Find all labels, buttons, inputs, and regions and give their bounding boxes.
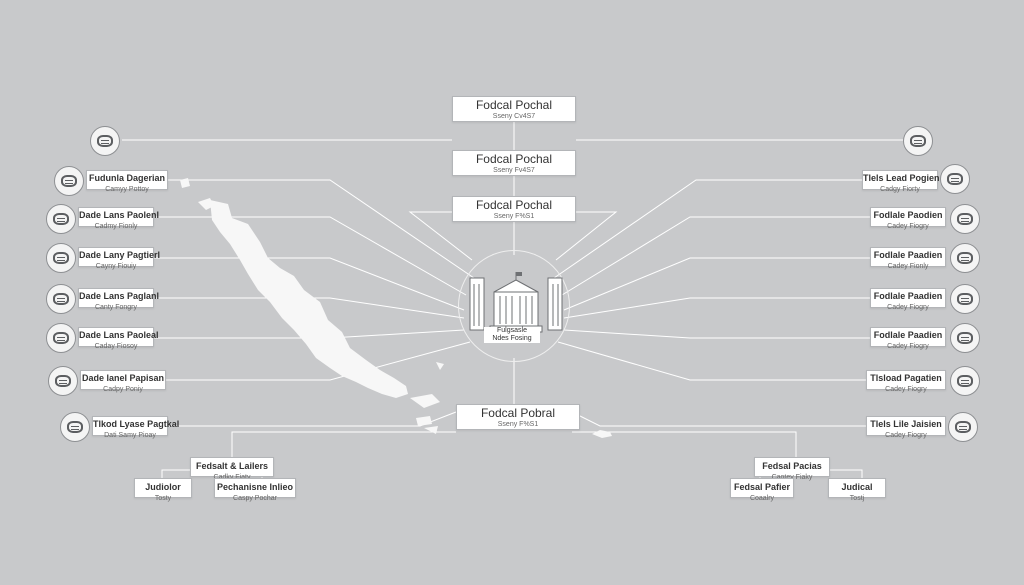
center-box-top2[interactable]: Fodcal Pochal Sseny Fv4S7 [452,150,576,176]
node-sub: Caotey Fiaky [772,474,813,481]
node-title: Tlsload Pagatien [870,373,942,383]
node-sub: Dati Samy Pioay [104,432,156,439]
node-sub: Cadpy Poniy [103,386,143,393]
node-title: Fodlale Paodien [873,210,943,220]
node-title: Fudunla Dagerian [88,173,165,183]
node-title: Pechanisne Inlieo [216,482,294,492]
node-title: Tlels Lead Pogien [863,173,940,183]
right-node-4[interactable]: Fodlale Paadien Cadey Fiogry [870,288,946,311]
bottom-right-parent[interactable]: Fedsal Pacias Caotey Fiaky [754,457,830,481]
center-box-title: Fodcal Pobral [480,406,556,420]
node-sub: Tosty [154,495,172,502]
hub-label-line1: Fulgsasle [497,327,527,334]
badge-icon [950,284,980,314]
badge-icon [46,204,76,234]
node-sub: Cadgy Fiorty [880,186,920,193]
badge-icon [90,126,120,156]
node-sub: Cayny Fiouiy [95,263,137,270]
badge-icon [950,204,980,234]
node-sub: Cadey Fiogry [887,223,929,230]
badge-icon [48,366,78,396]
center-box-sub: Sseny F%S1 [493,213,535,220]
badge-icon [903,126,933,156]
node-sub: Cadey Fionly [887,263,929,270]
node-title: Dade lanel Papisan [81,373,165,383]
center-box-title: Fodcal Pochal [475,98,553,112]
node-sub: Cadmy Fionly [94,223,138,230]
right-node-1[interactable]: Tlels Lead Pogien Cadgy Fiorty [862,170,940,193]
node-title: Fedsalt & Lailers [195,461,269,471]
node-sub: Caspy Pochar [233,495,277,502]
left-node-6[interactable]: Dade lanel Papisan Cadpy Poniy [80,370,166,393]
badge-icon [46,243,76,273]
right-node-3[interactable]: Fodlale Paadien Cadey Fionly [870,247,946,270]
node-sub: Cadey Fiogry [885,386,927,393]
badge-icon [948,412,978,442]
left-node-5[interactable]: Dade Lans Paoleal Caday Fiosoy [78,327,159,350]
node-sub: Tostj [849,495,865,502]
badge-icon [940,164,970,194]
node-title: Dade Lans Paolenl [79,210,160,220]
badge-icon [950,323,980,353]
left-node-1[interactable]: Fudunla Dagerian Camyy Pottoy [86,170,168,193]
left-node-3[interactable]: Dade Lany Pagtierl Cayny Fiouiy [78,247,161,270]
node-title: Tlels Lile Jaisien [870,419,942,429]
badge-icon [46,323,76,353]
right-node-6[interactable]: Tlsload Pagatien Cadey Fiogry [866,370,946,393]
center-box-title: Fodcal Pochal [475,198,553,212]
government-building-icon [469,272,563,333]
node-sub: Canty Fongry [94,304,138,311]
center-box-top3[interactable]: Fodcal Pochal Sseny F%S1 [452,196,576,222]
node-title: Fodlale Paadien [873,250,943,260]
island-fragment [592,430,612,438]
node-sub: Coaalry [749,495,775,502]
node-title: Dade Lany Pagtierl [79,250,161,260]
bottom-left-child-a[interactable]: Judiolor Tosty [134,478,192,502]
hub-circle [458,250,570,362]
hub-label: Fulgsasle Ndes Fosing [484,327,540,343]
left-node-4[interactable]: Dade Lans Paglanl Canty Fongry [78,288,160,311]
node-title: Fedsal Pacias [762,461,822,471]
node-sub: Caday Fiosoy [94,343,138,350]
badge-icon [54,166,84,196]
node-sub: Cadky Fiaty [191,473,273,482]
badge-icon [950,243,980,273]
node-sub: Cadey Fiogry [887,343,929,350]
node-sub: Camyy Pottoy [105,186,149,193]
bottom-left-child-b[interactable]: Pechanisne Inlieo Caspy Pochar [214,478,296,502]
node-title: Dade Lans Paglanl [79,291,160,301]
bottom-left-parent[interactable]: Fedsalt & Lailers Cadky Fiaty [190,457,274,481]
node-title: Judiolor [145,482,181,492]
node-title: Fedsal Pafier [733,482,791,492]
node-sub: Cadey Fiogry [885,432,927,439]
right-node-5[interactable]: Fodlale Paadien Cadey Fiogry [870,327,946,350]
center-box-top1[interactable]: Fodcal Pochal Sseny Cv4S7 [452,96,576,122]
badge-icon [60,412,90,442]
center-box-sub: Sseny Fv4S7 [493,167,535,174]
right-node-2[interactable]: Fodlale Paodien Cadey Fiogry [870,207,946,230]
badge-icon [950,366,980,396]
center-box-sub: Sseny Cv4S7 [492,113,536,120]
node-sub: Cadey Fiogry [887,304,929,311]
node-title: Dade Lans Paoleal [79,330,159,340]
badge-icon [46,284,76,314]
node-title: Tlkod Lyase Pagtkal [93,419,180,429]
left-node-2[interactable]: Dade Lans Paolenl Cadmy Fionly [78,207,160,230]
island-map-icon [180,178,444,434]
right-node-7[interactable]: Tlels Lile Jaisien Cadey Fiogry [866,416,946,439]
center-box-bottom[interactable]: Fodcal Pobral Sseny F%S1 [456,404,580,430]
center-box-title: Fodcal Pochal [475,152,553,166]
bottom-right-child-a[interactable]: Fedsal Pafier Coaalry [730,478,794,502]
left-node-7[interactable]: Tlkod Lyase Pagtkal Dati Samy Pioay [92,416,180,439]
node-title: Judical [841,482,873,492]
node-title: Fodlale Paadien [873,291,943,301]
bottom-right-child-b[interactable]: Judical Tostj [828,478,886,502]
node-title: Fodlale Paadien [873,330,943,340]
center-box-sub: Sseny F%S1 [497,421,539,428]
hub-label-line2: Ndes Fosing [492,335,532,342]
